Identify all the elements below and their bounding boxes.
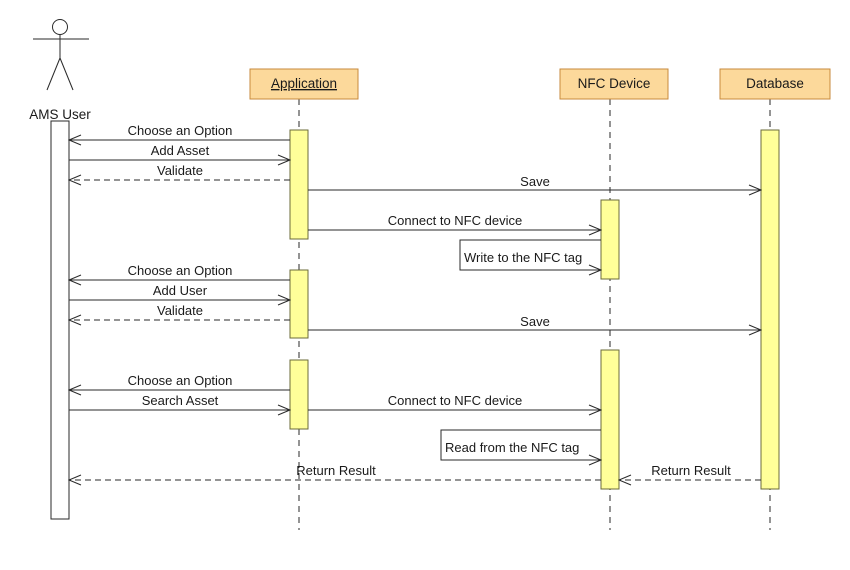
message-search-asset: Search Asset xyxy=(69,393,290,410)
message-label: Return Result xyxy=(296,463,376,478)
actor-left-leg xyxy=(46,57,61,91)
message-label: Save xyxy=(520,174,550,189)
participant-label-database: Database xyxy=(746,76,804,91)
message-label: Connect to NFC device xyxy=(388,393,522,408)
activation-application-1 xyxy=(289,129,309,240)
message-label: Validate xyxy=(157,163,203,178)
message-label: Validate xyxy=(157,303,203,318)
user-activation-bar xyxy=(50,120,70,520)
message-choose-option-1: Choose an Option xyxy=(69,123,290,140)
message-read-nfc-tag: Read from the NFC tag xyxy=(440,429,601,460)
message-write-nfc-tag: Write to the NFC tag xyxy=(459,239,601,270)
participant-label-nfc-device: NFC Device xyxy=(578,76,651,91)
activation-application-2 xyxy=(289,269,309,339)
message-label: Connect to NFC device xyxy=(388,213,522,228)
message-label: Choose an Option xyxy=(128,263,233,278)
message-save-1: Save xyxy=(308,174,761,190)
message-choose-option-2: Choose an Option xyxy=(69,263,290,280)
participant-label-application: Application xyxy=(271,76,337,91)
message-connect-nfc-2: Connect to NFC device xyxy=(308,393,601,410)
actor-head xyxy=(52,19,68,35)
message-label: Choose an Option xyxy=(128,373,233,388)
actor-right-leg xyxy=(59,57,74,91)
activation-nfc-2 xyxy=(600,349,620,490)
message-label: Write to the NFC tag xyxy=(464,250,582,265)
message-return-result-user: Return Result xyxy=(69,463,601,480)
message-label: Choose an Option xyxy=(128,123,233,138)
message-validate-1: Validate xyxy=(69,163,290,180)
message-label: Return Result xyxy=(651,463,731,478)
participant-header-application xyxy=(249,68,359,100)
participant-header-nfc-device xyxy=(559,68,669,100)
message-add-asset: Add Asset xyxy=(69,143,290,160)
message-label: Add Asset xyxy=(151,143,210,158)
activation-nfc-1 xyxy=(600,199,620,280)
participant-nfc-device: NFC Device xyxy=(559,68,669,530)
message-validate-2: Validate xyxy=(69,303,290,320)
message-label: Add User xyxy=(153,283,208,298)
message-add-user: Add User xyxy=(69,283,290,300)
message-label: Read from the NFC tag xyxy=(445,440,579,455)
activation-database xyxy=(760,129,780,490)
message-connect-nfc-1: Connect to NFC device xyxy=(308,213,601,230)
message-choose-option-3: Choose an Option xyxy=(69,373,290,390)
participant-header-database xyxy=(719,68,831,100)
actor-ams-user: AMS User xyxy=(29,19,91,122)
actor-label: AMS User xyxy=(29,107,91,122)
message-save-2: Save xyxy=(308,314,761,330)
activation-application-3 xyxy=(289,359,309,430)
message-label: Search Asset xyxy=(142,393,219,408)
message-return-result-db: Return Result xyxy=(619,463,761,480)
message-label: Save xyxy=(520,314,550,329)
